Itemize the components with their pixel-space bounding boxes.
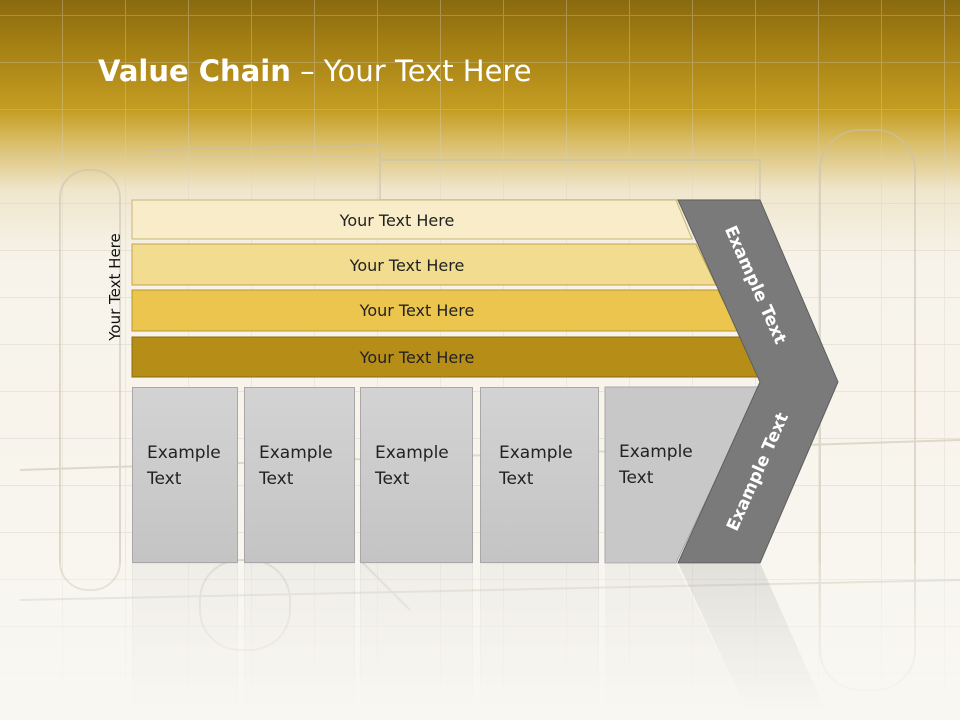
title-bold: Value Chain [98,54,291,88]
activity-box-1: Example Text [132,387,238,563]
box-5-line-2: Text [619,468,654,488]
bar-3: Your Text Here [359,300,475,320]
box-2-line-2: Text [259,469,294,489]
bar-4: Your Text Here [359,347,475,367]
activity-box-2: Example Text [244,387,355,563]
box-1-line-2: Text [147,469,182,489]
activity-box-4: Example Text [480,387,599,563]
box-1-line-1: Example [147,443,221,463]
page-title: Value Chain – Your Text Here [98,54,532,88]
box-3-line-2: Text [375,469,410,489]
box-4-line-2: Text [499,469,534,489]
bar-shape-1 [131,199,693,240]
activity-box-5: Example Text [605,387,755,563]
box-3-line-1: Example [375,443,449,463]
reflection [0,563,960,720]
reflection-fade [0,563,960,720]
box-4-line-1: Example [499,443,573,463]
title-rest: – Your Text Here [290,54,532,88]
box-5-line-1: Example [619,442,693,462]
activity-box-3: Example Text [360,387,473,563]
bar-2: Your Text Here [349,255,465,275]
bar-1: Your Text Here [339,210,455,230]
box-2-line-1: Example [259,443,333,463]
